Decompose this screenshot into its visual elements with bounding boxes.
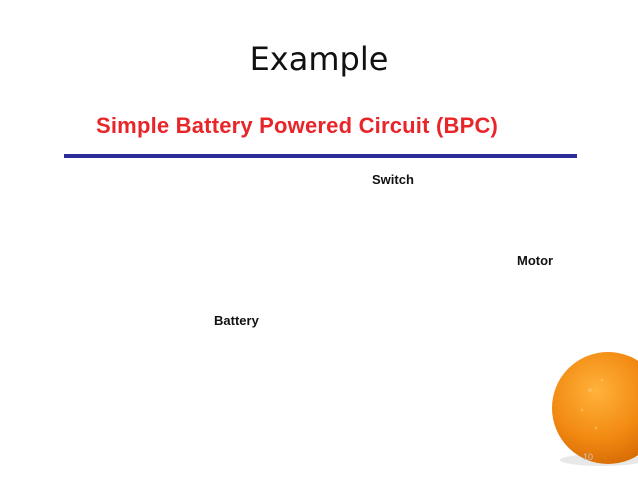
battery-label: Battery [214,313,259,328]
orange-body [552,352,638,464]
diagram-panel: Simple Battery Powered Circuit (BPC) [64,100,580,470]
diagram-title: Simple Battery Powered Circuit (BPC) [96,113,499,138]
orange-fruit-icon [552,352,638,466]
switch-label: Switch [372,172,414,187]
title-underline [64,154,577,158]
slide-title: Example [249,40,389,78]
motor-label: Motor [517,253,554,268]
page-number: 10 [583,452,594,462]
